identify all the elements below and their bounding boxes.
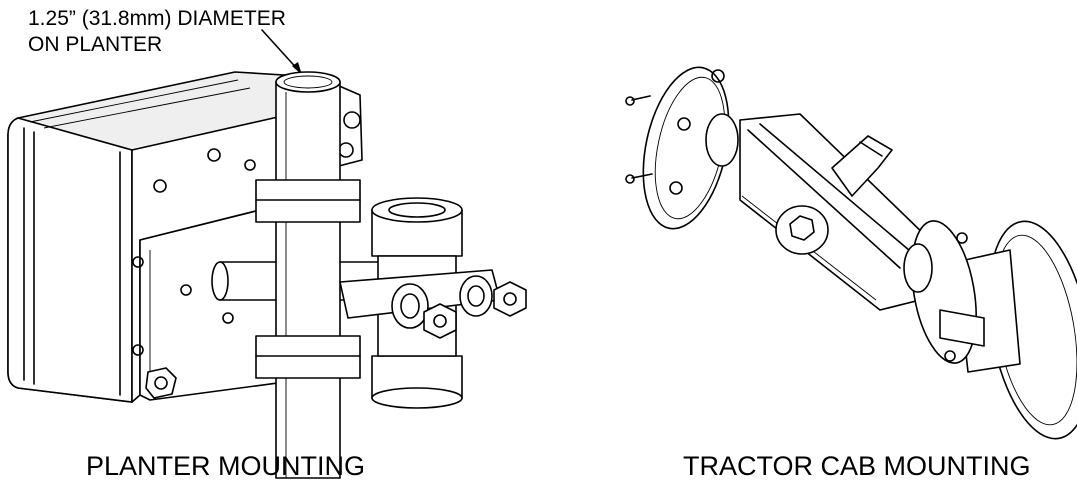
planter-mounting-caption: PLANTER MOUNTING [86, 451, 366, 481]
cab-mount-drawing [625, 66, 1077, 440]
diameter-callout: 1.25” (31.8mm) DIAMETER ON PLANTER [28, 6, 286, 58]
suction-cup [903, 220, 1077, 440]
tractor-cab-mounting-caption: TRACTOR CAB MOUNTING [683, 451, 1031, 481]
planter-mount-drawing [7, 71, 527, 479]
callout-line-2: ON PLANTER [28, 33, 163, 56]
round-base-plate [625, 66, 739, 230]
clamp-block [339, 197, 527, 409]
double-socket-arm [739, 113, 931, 311]
callout-line-1: 1.25” (31.8mm) DIAMETER [28, 7, 286, 30]
planter-pipe [255, 71, 361, 479]
